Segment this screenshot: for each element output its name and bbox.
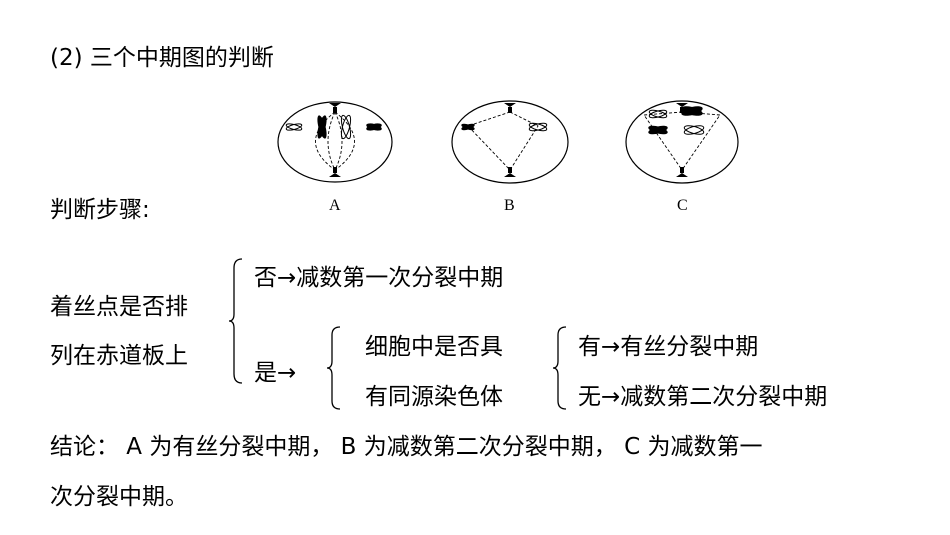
- brace-yes: [326, 326, 341, 410]
- no-branch: 否→减数第一次分裂中期: [254, 265, 504, 291]
- question2-line1: 细胞中是否具: [365, 334, 503, 360]
- brace-homologous: [552, 326, 567, 410]
- figure-c-label: C: [677, 197, 688, 214]
- conclusion-line1: 结论： A 为有丝分裂中期， B 为减数第二次分裂中期， C 为减数第一: [50, 434, 763, 460]
- conclusion-line2: 次分裂中期。: [50, 484, 188, 510]
- section-title: (2) 三个中期图的判断: [50, 45, 274, 71]
- brace-main: [228, 258, 243, 384]
- yes-label: 是→: [254, 360, 297, 386]
- steps-label: 判断步骤:: [50, 197, 150, 223]
- cell-diagram-a: [277, 101, 393, 183]
- has-homologous-branch: 有→有丝分裂中期: [578, 334, 759, 360]
- question2-line2: 有同源染色体: [365, 384, 503, 410]
- cell-diagram-c: [625, 100, 739, 184]
- cell-diagram-b: [451, 100, 569, 184]
- question1-line2: 列在赤道板上: [50, 343, 188, 369]
- figure-a-label: A: [329, 197, 341, 214]
- question1-line1: 着丝点是否排: [50, 294, 188, 320]
- figure-b-label: B: [504, 197, 515, 214]
- no-homologous-branch: 无→减数第二次分裂中期: [578, 384, 828, 410]
